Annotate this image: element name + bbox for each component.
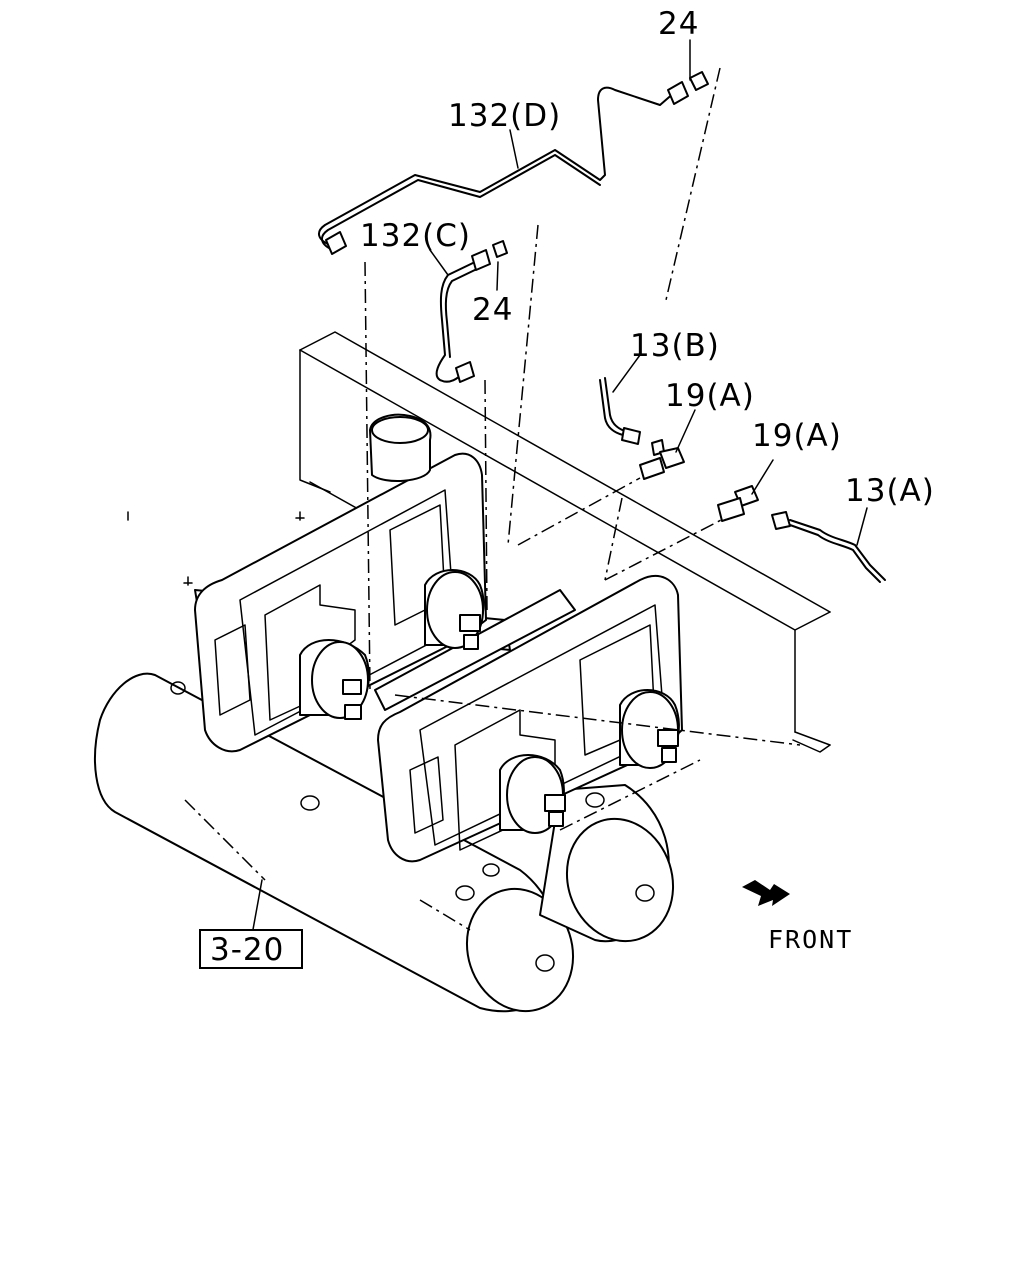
brake-chambers <box>127 413 680 834</box>
callout-13a: 13(A) <box>845 473 935 509</box>
alignment-lines <box>184 67 801 931</box>
air-tank-left <box>94 672 575 1013</box>
callout-24-mid: 24 <box>472 292 513 328</box>
callout-19a-lower: 19(A) <box>752 418 842 454</box>
hose-13b <box>599 377 641 445</box>
reference-box-label[interactable]: 3-20 <box>210 932 284 968</box>
pipe-132d <box>318 71 709 255</box>
pipe-132c <box>435 240 508 383</box>
leader-lines <box>251 39 868 936</box>
front-indicator: FRONT <box>742 880 853 954</box>
callout-13b: 13(B) <box>630 328 720 364</box>
reference-box[interactable]: 3-20 <box>199 929 303 969</box>
callout-labels: 24 132(D) 132(C) 24 13(B) 19(A) 19(A) 13… <box>360 6 935 509</box>
front-label: FRONT <box>768 925 853 954</box>
front-arrow-icon <box>742 880 790 906</box>
frame-rail <box>299 331 831 753</box>
callout-132c: 132(C) <box>360 218 471 254</box>
fitting-19a-upper <box>639 439 685 480</box>
callout-24-top: 24 <box>658 6 699 42</box>
callout-132d: 132(D) <box>448 98 561 134</box>
hose-13a <box>771 511 886 583</box>
fitting-19a-lower <box>717 485 759 522</box>
callout-19a-upper: 19(A) <box>665 378 755 414</box>
